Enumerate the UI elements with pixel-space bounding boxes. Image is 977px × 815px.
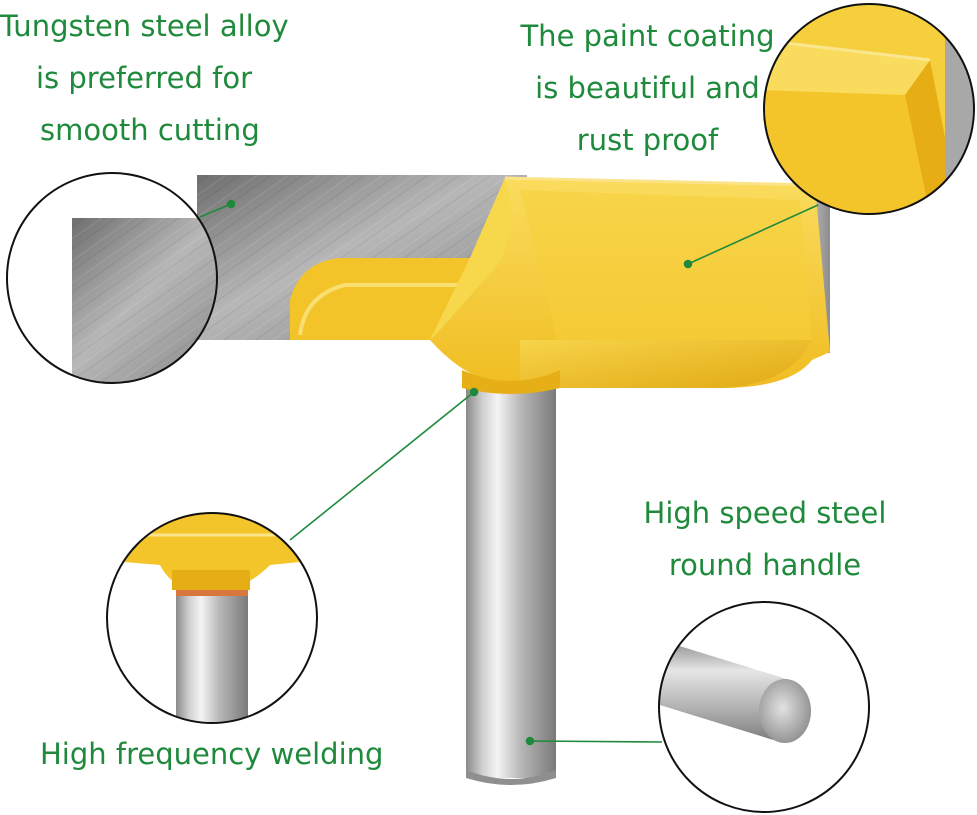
caption-line: is beautiful and <box>535 71 760 105</box>
caption-line: Tungsten steel alloy <box>0 9 289 43</box>
caption-line: High speed steel <box>643 496 887 530</box>
caption-line: High frequency welding <box>40 737 384 771</box>
zoom-welding-joint <box>106 512 318 724</box>
yellow-body <box>290 176 830 394</box>
leader-lines <box>199 199 819 746</box>
caption-paint-coating: The paint coating is beautiful and rust … <box>505 10 790 166</box>
caption-line: is preferred for <box>36 61 253 95</box>
caption-tungsten-steel: Tungsten steel alloy is preferred for sm… <box>0 0 312 156</box>
caption-line: smooth cutting <box>40 113 260 147</box>
zoom-round-handle <box>658 601 870 813</box>
caption-line: round handle <box>668 548 862 582</box>
caption-round-handle: High speed steel round handle <box>620 487 910 591</box>
steel-shank <box>466 378 556 785</box>
caption-line: The paint coating <box>520 19 775 53</box>
caption-welding: High frequency welding <box>40 728 412 780</box>
caption-line: rust proof <box>576 123 719 157</box>
